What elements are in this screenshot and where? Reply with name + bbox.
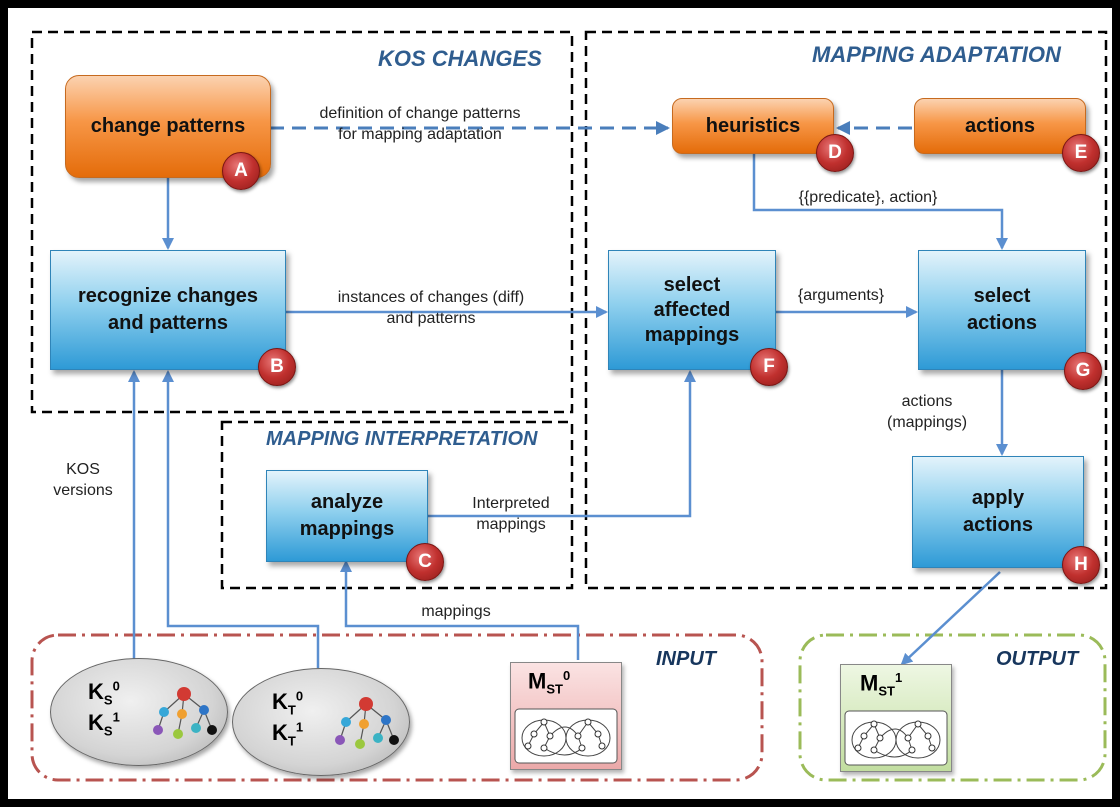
badge-c: C <box>406 543 444 581</box>
label-kos-versions: KOS versions <box>53 461 113 499</box>
mapping-output-graph-icon <box>844 710 948 766</box>
kos-target-versions: KT0 KT1 <box>272 688 303 749</box>
arrow-analyze-to-select-affected <box>428 370 696 518</box>
label-mappings: mappings <box>421 603 491 620</box>
badge-g: G <box>1064 352 1102 390</box>
arrow-apply-to-mst1 <box>900 571 1001 666</box>
select-actions-node: select actions <box>918 250 1086 370</box>
kos-source-versions: KS0 KS1 <box>88 678 120 739</box>
label-arguments: {arguments} <box>797 287 885 304</box>
change-patterns-label: change patterns <box>90 115 246 137</box>
region-input <box>30 633 764 782</box>
ks-version-1: KS1 <box>88 709 120 739</box>
region-title-mapping-interpretation: MAPPING INTERPRETATION <box>266 428 538 450</box>
label-instances-of-changes: instances of changes (diff) and patterns <box>337 289 525 327</box>
badge-e: E <box>1062 134 1100 172</box>
badge-h: H <box>1062 546 1100 584</box>
recognize-changes-label: recognize changes and patterns <box>77 285 259 334</box>
region-title-kos-changes: KOS CHANGES <box>378 46 542 71</box>
badge-a: A <box>222 152 260 190</box>
region-title-output: OUTPUT <box>996 648 1079 670</box>
ks-version-0: KS0 <box>88 678 120 708</box>
region-mapping-adaptation <box>584 30 1108 590</box>
mst1-title: MST1 <box>860 670 903 699</box>
heuristics-node: heuristics <box>672 98 834 154</box>
kos-target-tree-icon <box>335 697 399 749</box>
label-actions-mappings: actions (mappings) <box>886 393 968 431</box>
badge-d: D <box>816 134 854 172</box>
mapping-input-graph-icon <box>514 708 618 764</box>
apply-actions-label: apply actions <box>962 487 1034 536</box>
arrow-heuristics-to-select-actions <box>752 154 1008 250</box>
kos-source-oval <box>50 658 228 766</box>
heuristics-label: heuristics <box>705 114 801 137</box>
analyze-mappings-label: analyze mappings <box>299 491 395 540</box>
badge-b: B <box>258 348 296 386</box>
actions-node: actions <box>914 98 1086 154</box>
select-actions-label: select actions <box>966 285 1038 334</box>
kt-version-0: KT0 <box>272 688 304 718</box>
label-predicate-action: {{predicate}, action} <box>798 189 938 206</box>
mst0-title: MST0 <box>528 668 571 697</box>
kos-target-oval <box>232 668 410 776</box>
actions-label: actions <box>964 114 1036 137</box>
region-kos-changes <box>30 30 574 414</box>
arrow-kt-to-recognize <box>162 370 320 668</box>
kt-version-1: KT1 <box>272 719 304 749</box>
arrow-mst0-to-analyze <box>340 560 580 660</box>
region-mapping-interpretation <box>220 420 574 590</box>
select-affected-label: select affected mappings <box>644 273 740 346</box>
select-affected-node: select affected mappings <box>608 250 776 370</box>
region-title-mapping-adaptation: MAPPING ADAPTATION <box>812 42 1061 67</box>
badge-f: F <box>750 348 788 386</box>
region-output <box>798 633 1107 782</box>
label-definition-of-change-patterns: definition of change patterns for mappin… <box>319 105 521 143</box>
recognize-changes-node: recognize changes and patterns <box>50 250 286 370</box>
region-title-input: INPUT <box>656 648 716 670</box>
label-interpreted-mappings: Interpreted mappings <box>472 495 550 533</box>
analyze-mappings-node: analyze mappings <box>266 470 428 562</box>
kos-source-tree-icon <box>153 687 217 739</box>
apply-actions-node: apply actions <box>912 456 1084 568</box>
